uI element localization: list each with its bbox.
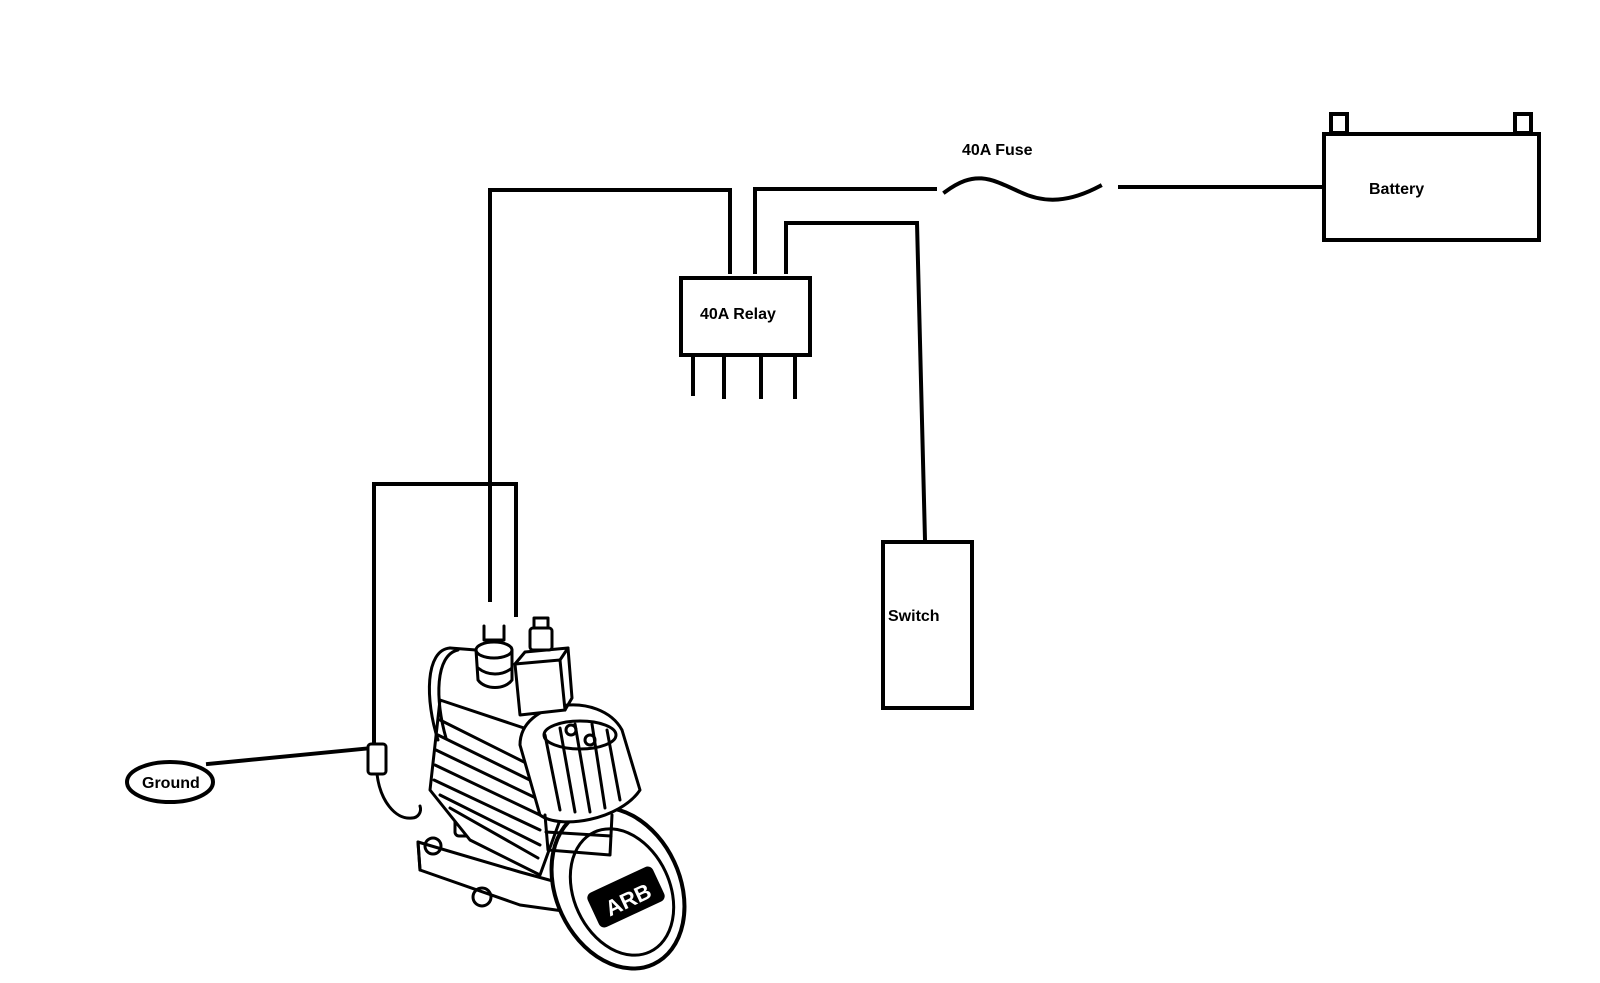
compressor-to-relay-wire [488, 188, 732, 602]
relay-to-switch-wire [784, 221, 928, 543]
ground-ellipse [125, 760, 215, 804]
relay: 40A Relay [679, 276, 812, 399]
air-compressor-image: ARB [366, 616, 687, 971]
relay-to-fuse-wire [753, 187, 937, 274]
switch: Switch [881, 540, 974, 710]
battery-label: Battery [1369, 181, 1424, 198]
battery: Battery [1322, 112, 1541, 242]
compressor-logo-plate [587, 866, 665, 928]
relay-body [679, 276, 812, 357]
compressor-lead-wire [372, 482, 518, 747]
ground-label: Ground [142, 775, 200, 792]
switch-label: Switch [888, 608, 940, 625]
battery-terminal-right [1513, 112, 1533, 135]
relay-label: 40A Relay [700, 306, 776, 323]
switch-body [881, 540, 974, 710]
battery-body [1322, 132, 1541, 242]
fuse-label: 40A Fuse [962, 142, 1033, 159]
fuse-symbol [942, 176, 1103, 202]
ground: Ground [125, 760, 215, 804]
ground-wire [205, 745, 375, 767]
battery-terminal-left [1329, 112, 1349, 135]
